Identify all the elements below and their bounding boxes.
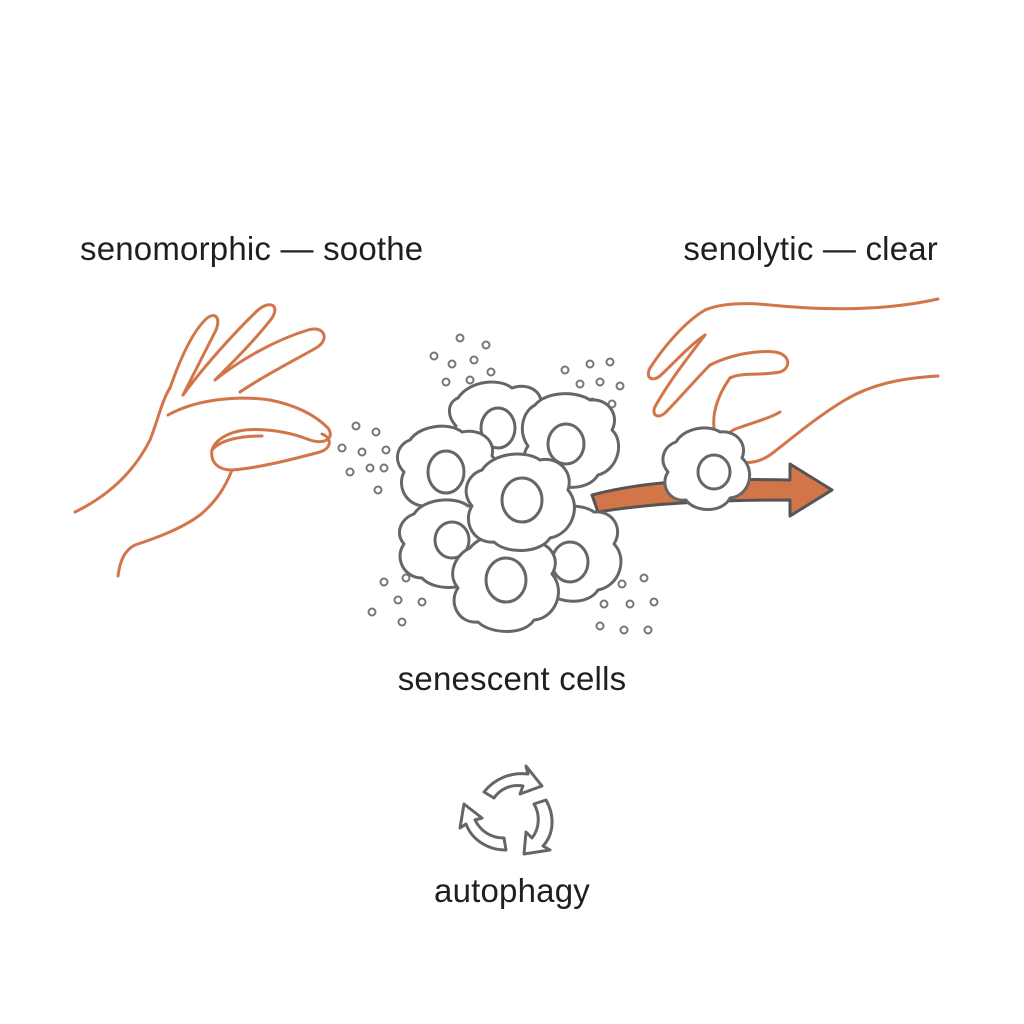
- secretion-dot: [351, 421, 361, 431]
- secretion-dot: [367, 607, 377, 617]
- cell-nucleus: [550, 540, 590, 584]
- secretion-dot: [605, 357, 615, 367]
- senolytic-label: senolytic — clear: [683, 230, 938, 267]
- secretion-dot: [373, 485, 383, 495]
- secretion-dots: [337, 333, 659, 635]
- secretion-dot: [649, 597, 659, 607]
- secretion-dot: [619, 625, 629, 635]
- senescent-cell: [451, 532, 560, 633]
- secretion-dot: [429, 351, 439, 361]
- secretion-dot: [560, 365, 570, 375]
- senomorphic-label: senomorphic — soothe: [80, 230, 424, 267]
- secretion-dot: [393, 595, 403, 605]
- secretion-dot: [481, 340, 491, 350]
- secretion-dot: [585, 359, 595, 369]
- secretion-dot: [397, 617, 407, 627]
- secretion-dot: [345, 467, 355, 477]
- cell-nucleus: [500, 476, 544, 524]
- secretion-dot: [639, 573, 649, 583]
- secretion-dot: [595, 621, 605, 631]
- autophagy-label: autophagy: [434, 872, 590, 909]
- secretion-dot: [575, 379, 585, 389]
- recycle-arrows-icon: [458, 764, 554, 856]
- secretion-dot: [417, 597, 427, 607]
- secretion-dot: [469, 355, 479, 365]
- secretion-dot: [357, 447, 367, 457]
- cell-nucleus: [433, 520, 471, 560]
- secretion-dot: [337, 443, 347, 453]
- senescent-cells-label: senescent cells: [397, 660, 627, 697]
- cell-nucleus: [479, 406, 517, 450]
- secretion-dot: [401, 573, 411, 583]
- secretion-dot: [371, 427, 381, 437]
- secretion-dot: [465, 375, 475, 385]
- secretion-dot: [599, 599, 609, 609]
- secretion-dot: [617, 579, 627, 589]
- secretion-dot: [643, 625, 653, 635]
- secretion-dot: [625, 599, 635, 609]
- secretion-dot: [486, 367, 496, 377]
- secretion-dot: [447, 359, 457, 369]
- grasping-hand-icon: [646, 297, 940, 464]
- cell-nucleus: [484, 556, 528, 604]
- secretion-dot: [381, 445, 391, 455]
- secretion-dot: [379, 577, 389, 587]
- cell-nucleus: [426, 449, 466, 495]
- pinching-hand-icon: [73, 303, 332, 578]
- secretion-dot: [379, 463, 389, 473]
- cell-nucleus: [696, 453, 732, 491]
- secretion-dot: [455, 333, 465, 343]
- senescent-cell-cluster: [395, 380, 752, 633]
- secretion-dot: [595, 377, 605, 387]
- secretion-dot: [365, 463, 375, 473]
- secretion-dot: [441, 377, 451, 387]
- senescent-cell: [464, 452, 576, 553]
- cell-nucleus: [546, 422, 586, 466]
- senescent-cell-removed: [661, 426, 752, 511]
- secretion-dot: [615, 381, 625, 391]
